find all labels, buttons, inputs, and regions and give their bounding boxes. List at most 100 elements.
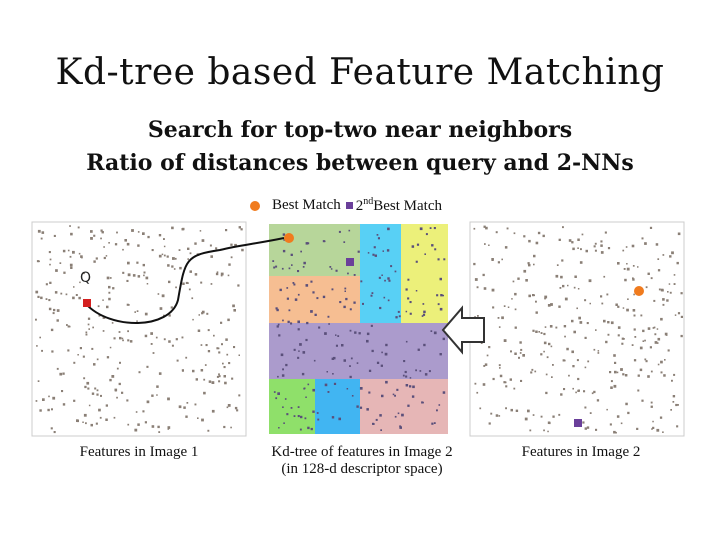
feature-dot — [488, 346, 491, 349]
feature-dot — [215, 272, 219, 276]
feature-dot — [660, 317, 663, 321]
kdtree-feature-dots — [272, 227, 446, 431]
feature-dot — [343, 305, 346, 309]
feature-dot — [283, 238, 286, 241]
feature-dot — [118, 382, 121, 386]
feature-dot — [187, 282, 189, 284]
feature-dot — [83, 377, 86, 380]
feature-dot — [90, 230, 93, 233]
feature-dot — [349, 365, 351, 367]
feature-dot — [431, 244, 434, 247]
feature-dot — [291, 264, 293, 266]
feature-dot — [476, 391, 479, 394]
feature-dot — [624, 374, 628, 377]
feature-dot — [443, 258, 446, 261]
feature-dot — [671, 251, 674, 255]
feature-dot — [374, 254, 377, 257]
feature-dot — [662, 254, 665, 256]
feature-dot — [384, 352, 388, 356]
feature-dot — [654, 341, 658, 344]
feature-dot — [275, 307, 278, 310]
feature-dot — [504, 381, 507, 384]
feature-dot — [595, 329, 597, 331]
feature-dot — [205, 344, 208, 347]
feature-dot — [625, 402, 628, 406]
feature-dot — [223, 375, 226, 378]
feature-dot — [485, 226, 488, 230]
feature-dot — [187, 258, 189, 260]
feature-dot — [146, 283, 149, 285]
kdtree-cell-cyan — [360, 224, 401, 323]
feature-dot — [412, 385, 415, 389]
feature-dot — [588, 279, 592, 283]
feature-dot — [670, 409, 672, 411]
feature-dot — [101, 231, 104, 234]
feature-dot — [525, 279, 528, 282]
feature-dot — [676, 261, 679, 265]
feature-dot — [59, 262, 62, 264]
feature-dot — [299, 343, 302, 346]
feature-dot — [673, 373, 676, 376]
feature-dot — [189, 252, 192, 255]
feature-dot — [60, 292, 63, 295]
feature-dot — [680, 334, 683, 338]
feature-dot — [100, 394, 102, 397]
feature-dot — [322, 240, 325, 243]
feature-dot — [492, 306, 495, 309]
feature-dot — [561, 259, 564, 262]
feature-dot — [204, 364, 207, 366]
feature-dot — [632, 265, 635, 267]
feature-dot — [660, 371, 663, 374]
feature-dot — [163, 338, 166, 341]
feature-dot — [358, 332, 361, 335]
feature-dot — [297, 320, 300, 324]
feature-dot — [51, 408, 53, 411]
feature-dot — [483, 225, 486, 228]
feature-dot — [73, 361, 76, 364]
feature-dot — [170, 306, 173, 309]
feature-dot — [93, 260, 96, 263]
feature-dot — [108, 242, 110, 244]
feature-dot — [399, 425, 402, 428]
feature-dot — [368, 391, 371, 394]
feature-dot — [376, 234, 379, 236]
feature-dot — [663, 374, 666, 377]
feature-dot — [65, 293, 68, 296]
feature-dot — [200, 281, 203, 284]
feature-dot — [532, 294, 535, 297]
feature-dot — [523, 269, 527, 273]
feature-dot — [273, 266, 276, 269]
feature-dot — [302, 266, 305, 268]
feature-dot — [94, 387, 97, 390]
feature-dot — [67, 349, 70, 352]
feature-dot — [282, 368, 284, 371]
feature-dot — [132, 274, 136, 277]
feature-dot — [53, 308, 56, 312]
feature-dot — [394, 415, 397, 418]
feature-dot — [189, 270, 192, 273]
feature-dot — [304, 417, 307, 420]
feature-dot — [163, 245, 166, 248]
feature-dot — [203, 378, 206, 381]
feature-dot — [232, 304, 235, 308]
feature-dot — [40, 237, 43, 240]
feature-dot — [343, 359, 346, 362]
feature-dot — [585, 249, 588, 253]
feature-dot — [419, 370, 422, 372]
feature-dot — [215, 247, 218, 250]
feature-dot — [41, 231, 45, 234]
feature-dot — [564, 297, 568, 301]
feature-dot — [220, 274, 223, 277]
feature-dot — [415, 369, 417, 372]
feature-dot — [639, 346, 643, 350]
feature-dot — [73, 399, 76, 402]
feature-dot — [341, 344, 344, 347]
feature-dot — [277, 392, 280, 395]
feature-dot — [616, 415, 620, 418]
feature-dot — [131, 229, 134, 232]
feature-dot — [593, 390, 596, 394]
feature-dot — [318, 326, 321, 329]
feature-dot — [305, 242, 309, 245]
feature-dot — [650, 405, 653, 408]
feature-dot — [547, 430, 549, 433]
